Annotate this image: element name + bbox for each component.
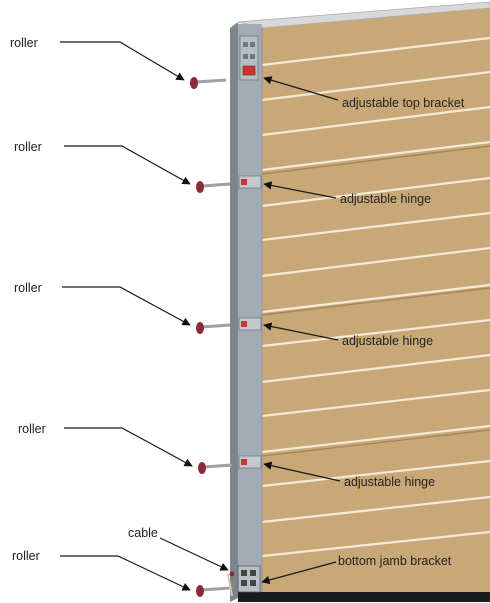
door-panel — [237, 1, 490, 598]
label-roller-5: roller — [12, 549, 40, 563]
label-bottom-jamb-bracket: bottom jamb bracket — [338, 554, 452, 568]
adjustable-top-bracket — [239, 35, 259, 81]
panel-face — [262, 8, 490, 598]
panel-grooves — [262, 36, 490, 558]
label-adjustable-hinge-2: adjustable hinge — [342, 334, 433, 348]
leader-top-bracket — [263, 76, 339, 101]
leader-hinge-3 — [263, 461, 341, 482]
roller-4 — [198, 462, 233, 474]
leader-roller-5 — [60, 555, 191, 591]
adjustable-hinge-2 — [238, 317, 262, 331]
bottom-seal — [238, 592, 490, 602]
label-roller-2: roller — [14, 140, 42, 154]
label-adjustable-hinge-1: adjustable hinge — [340, 192, 431, 206]
roller-5 — [196, 585, 231, 597]
leader-roller-1 — [60, 41, 185, 81]
adjustable-hinge-3 — [238, 455, 262, 469]
label-cable: cable — [128, 526, 158, 540]
end-stile — [230, 22, 490, 602]
leader-roller-4 — [64, 427, 193, 467]
bottom-jamb-bracket — [237, 565, 261, 593]
label-adjustable-hinge-3: adjustable hinge — [344, 475, 435, 489]
roller-1 — [190, 77, 227, 89]
label-adjustable-top-bracket: adjustable top bracket — [342, 96, 465, 110]
leader-roller-2 — [64, 145, 191, 185]
roller-3 — [196, 322, 231, 334]
leader-bottom-bracket — [261, 561, 337, 585]
callout-labels: roller adjustable top bracket roller adj… — [10, 36, 465, 568]
adjustable-hinge-1 — [238, 175, 262, 189]
leader-lines — [60, 41, 341, 591]
leader-cable — [159, 537, 229, 571]
leader-roller-3 — [62, 286, 191, 326]
label-roller-1: roller — [10, 36, 38, 50]
label-roller-4: roller — [18, 422, 46, 436]
leader-hinge-2 — [263, 322, 339, 341]
roller-2 — [196, 181, 231, 193]
leader-hinge-1 — [263, 181, 337, 199]
label-roller-3: roller — [14, 281, 42, 295]
section-joints — [262, 145, 490, 457]
cable — [227, 571, 235, 597]
